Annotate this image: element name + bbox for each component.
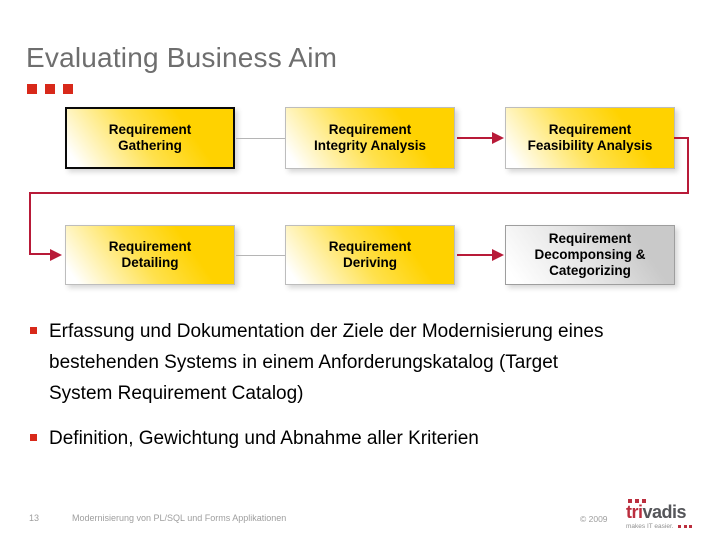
connector-gathering-integrity	[236, 138, 285, 139]
feedback-connector-segment-3	[29, 192, 689, 194]
bullet-item: Erfassung und Dokumentation der Ziele de…	[28, 316, 700, 409]
flow-box-requirement-integrity-analysis: Requirement Integrity Analysis	[285, 107, 455, 169]
copyright-text: © 2009	[580, 514, 608, 524]
flow-box-requirement-gathering: Requirement Gathering	[65, 107, 235, 169]
page-number: 13	[29, 513, 40, 523]
accent-square	[27, 84, 37, 94]
arrowhead-icon	[492, 132, 504, 144]
footer-deck-title: Modernisierung von PL/SQL und Forms Appl…	[72, 513, 287, 523]
flow-box-requirement-detailing: Requirement Detailing	[65, 225, 235, 285]
page-title: Evaluating Business Aim	[26, 42, 338, 73]
arrow-deriving-decomponsing	[457, 254, 493, 256]
bullet-item: Definition, Gewichtung und Abnahme aller…	[28, 423, 700, 454]
arrowhead-icon	[50, 249, 62, 261]
logo-dot	[635, 499, 639, 503]
logo-text-tri: tri	[626, 501, 643, 522]
flow-box-requirement-decomponsing-categorizing: Requirement Decomponsing & Categorizing	[505, 225, 675, 285]
logo-dots	[628, 499, 692, 503]
accent-square	[63, 84, 73, 94]
connector-detailing-deriving	[236, 255, 285, 256]
bullet-text: Definition, Gewichtung und Abnahme aller…	[49, 428, 479, 449]
feedback-connector-segment-2	[687, 137, 689, 194]
logo-subline: makes IT easier.	[626, 523, 692, 530]
bullet-text: Erfassung und Dokumentation der Ziele de…	[49, 321, 604, 404]
logo-sub-dots	[678, 524, 692, 528]
flow-box-requirement-deriving: Requirement Deriving	[285, 225, 455, 285]
logo-dot	[689, 524, 692, 528]
logo-dot	[642, 499, 646, 503]
trivadis-logo: trivadis makes IT easier.	[626, 499, 692, 530]
logo-dot	[683, 524, 687, 528]
logo-tagline: makes IT easier.	[626, 522, 674, 530]
logo-dot	[628, 499, 632, 503]
logo-text-vadis: vadis	[642, 501, 687, 522]
bullet-marker	[30, 327, 37, 334]
flow-box-requirement-feasibility-analysis: Requirement Feasibility Analysis	[505, 107, 675, 169]
title-accent-squares	[27, 84, 73, 94]
arrowhead-icon	[492, 249, 504, 261]
accent-square	[45, 84, 55, 94]
feedback-connector-segment-4	[29, 192, 31, 255]
bullet-list: Erfassung und Dokumentation der Ziele de…	[28, 316, 700, 468]
feedback-connector-segment-5	[31, 253, 52, 255]
bullet-marker	[30, 434, 37, 441]
logo-dot	[678, 524, 681, 528]
logo-word: trivadis	[626, 501, 692, 522]
feedback-connector-segment-1	[674, 137, 689, 139]
arrow-integrity-feasibility	[457, 137, 493, 139]
